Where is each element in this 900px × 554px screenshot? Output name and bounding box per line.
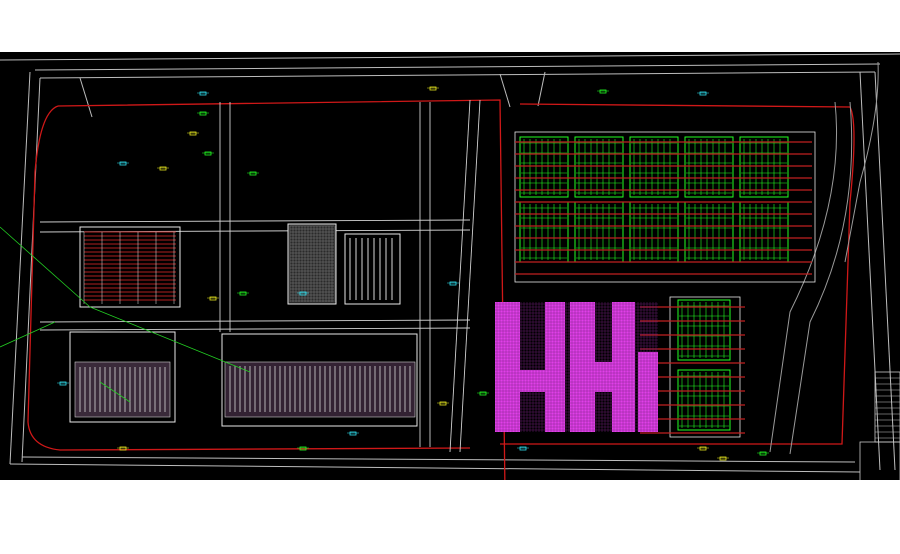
legend-table — [859, 371, 900, 480]
center-grid-block — [287, 223, 401, 305]
dimension-lines — [0, 226, 251, 403]
cad-drawing-canvas — [0, 52, 900, 480]
perimeter-roads — [0, 53, 900, 473]
site-plan-drawing — [0, 53, 900, 480]
east-curved-road — [769, 61, 879, 455]
west-hatched-block — [79, 226, 181, 308]
southwest-parking — [69, 331, 418, 427]
internal-roads — [39, 99, 481, 453]
annotation-marks — [57, 86, 769, 461]
magenta-blocks — [495, 302, 658, 432]
